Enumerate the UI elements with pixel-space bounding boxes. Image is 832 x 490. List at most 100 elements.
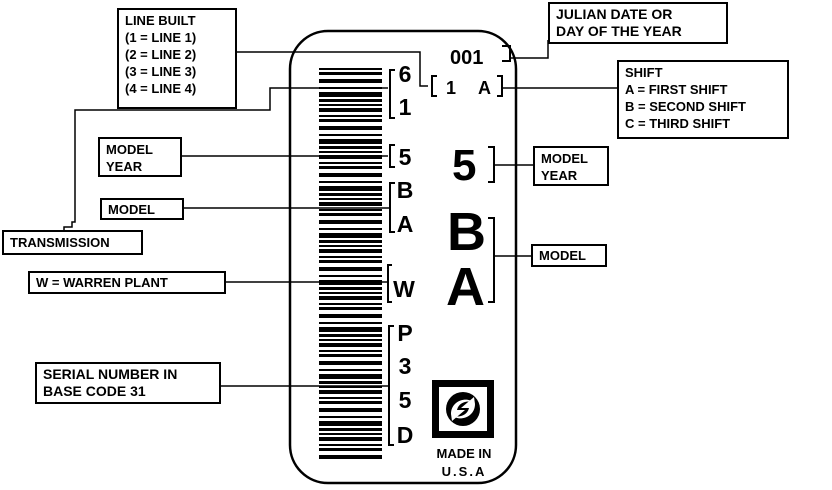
barcode-bar bbox=[319, 455, 382, 459]
model-year-line: MODEL bbox=[106, 142, 153, 157]
barcode-bar bbox=[319, 126, 382, 130]
shift-item: C = THIRD SHIFT bbox=[625, 116, 731, 131]
barcode-bar bbox=[319, 444, 382, 446]
made-in-line1: MADE IN bbox=[437, 446, 492, 461]
leader-transmission bbox=[63, 87, 388, 230]
barcode-bar bbox=[319, 260, 382, 263]
barcode-bar bbox=[319, 322, 382, 324]
barcode-bar bbox=[319, 267, 382, 271]
vertical-char: 5 bbox=[399, 387, 412, 413]
model-year-line: MODEL bbox=[541, 151, 588, 166]
barcode-bar bbox=[319, 386, 382, 388]
barcode-bar bbox=[319, 327, 382, 332]
barcode-bar bbox=[319, 228, 382, 230]
leader-line-built bbox=[236, 51, 428, 87]
barcode-bar bbox=[319, 408, 382, 412]
barcode-bar bbox=[319, 256, 382, 258]
label-outline bbox=[288, 29, 518, 485]
model-year-line: YEAR bbox=[541, 168, 578, 183]
barcode-bar bbox=[319, 68, 382, 70]
vertical-char: 5 bbox=[399, 144, 412, 170]
barcode-bar bbox=[319, 99, 382, 102]
inner-brackets bbox=[387, 69, 395, 446]
barcode-bar bbox=[319, 202, 382, 206]
made-in-line2: U.S.A bbox=[442, 464, 487, 479]
callout-model-left: MODEL bbox=[100, 198, 184, 220]
barcode-bar bbox=[319, 421, 382, 426]
barcode-bar bbox=[319, 437, 382, 441]
callout-warren-plant: W = WARREN PLANT bbox=[28, 271, 226, 294]
shift-item: B = SECOND SHIFT bbox=[625, 99, 746, 114]
serial-line: BASE CODE 31 bbox=[43, 383, 146, 399]
callout-serial-number: SERIAL NUMBER IN BASE CODE 31 bbox=[35, 362, 221, 404]
barcode-bar bbox=[319, 186, 382, 191]
vertical-char: D bbox=[397, 422, 414, 448]
barcode-bar bbox=[319, 249, 382, 253]
callout-transmission: TRANSMISSION bbox=[2, 230, 143, 255]
barcode-bar bbox=[319, 343, 382, 347]
vertical-char: W bbox=[393, 276, 415, 302]
barcode-bar bbox=[319, 198, 382, 200]
vertical-char: A bbox=[397, 211, 414, 237]
barcode-bar bbox=[319, 245, 382, 247]
vertical-char: 3 bbox=[399, 353, 412, 379]
barcode-bar bbox=[319, 307, 382, 310]
julian-date-line: DAY OF THE YEAR bbox=[556, 23, 682, 39]
barcode-bar bbox=[319, 339, 382, 341]
barcode bbox=[319, 68, 382, 459]
barcode-bar bbox=[319, 275, 382, 277]
barcode-bar bbox=[319, 448, 382, 451]
callout-model-right: MODEL bbox=[531, 244, 607, 267]
barcode-bar bbox=[319, 374, 382, 379]
line-built-item: (2 = LINE 2) bbox=[125, 47, 197, 62]
line-built-item: (3 = LINE 3) bbox=[125, 64, 197, 79]
shift-title: SHIFT bbox=[625, 65, 663, 80]
callout-julian-date: JULIAN DATE OR DAY OF THE YEAR bbox=[548, 2, 728, 44]
vertical-characters: 6 1 5 B A W P 3 5 D bbox=[393, 61, 415, 448]
callout-model-year-right: MODEL YEAR bbox=[533, 146, 609, 186]
vertical-char: P bbox=[397, 320, 412, 346]
barcode-bar bbox=[319, 213, 382, 216]
warren-label: W = WARREN PLANT bbox=[36, 275, 168, 290]
shift-code: A bbox=[478, 78, 491, 98]
barcode-bar bbox=[319, 155, 382, 159]
barcode-bar bbox=[319, 361, 382, 365]
barcode-bar bbox=[319, 104, 382, 106]
barcode-bar bbox=[319, 92, 382, 97]
barcode-bar bbox=[319, 433, 382, 435]
julian-date-line: JULIAN DATE OR bbox=[556, 6, 673, 22]
barcode-bar bbox=[319, 428, 382, 431]
line-built-item: (1 = LINE 1) bbox=[125, 30, 197, 45]
barcode-bar bbox=[319, 108, 382, 112]
right-brackets bbox=[431, 45, 511, 303]
barcode-bar bbox=[319, 220, 382, 224]
barcode-bar bbox=[319, 240, 382, 243]
manufacturer-logo-icon bbox=[432, 380, 494, 438]
model-label: MODEL bbox=[539, 248, 586, 263]
line-built-title: LINE BUILT bbox=[125, 13, 196, 28]
callout-model-year-left: MODEL YEAR bbox=[98, 137, 182, 177]
line-built-item: (4 = LINE 4) bbox=[125, 81, 197, 96]
barcode-bar bbox=[319, 416, 382, 418]
vertical-char: 6 bbox=[399, 61, 412, 87]
barcode-bar bbox=[319, 401, 382, 404]
model-large-b: B bbox=[447, 202, 486, 262]
barcode-bar bbox=[319, 334, 382, 337]
serial-line: SERIAL NUMBER IN bbox=[43, 366, 178, 382]
leader-julian bbox=[511, 40, 549, 59]
model-large-a: A bbox=[446, 257, 485, 317]
barcode-bar bbox=[319, 390, 382, 394]
transmission-label: TRANSMISSION bbox=[10, 235, 110, 250]
barcode-bar bbox=[319, 151, 382, 153]
barcode-bar bbox=[319, 303, 382, 305]
barcode-bar bbox=[319, 115, 382, 117]
barcode-bar bbox=[319, 134, 382, 136]
barcode-bar bbox=[319, 350, 382, 352]
barcode-bar bbox=[319, 166, 382, 169]
barcode-bar bbox=[319, 292, 382, 294]
barcode-bar bbox=[319, 287, 382, 290]
year-large: 5 bbox=[452, 141, 476, 190]
barcode-bar bbox=[319, 381, 382, 384]
vertical-char: 1 bbox=[399, 94, 412, 120]
